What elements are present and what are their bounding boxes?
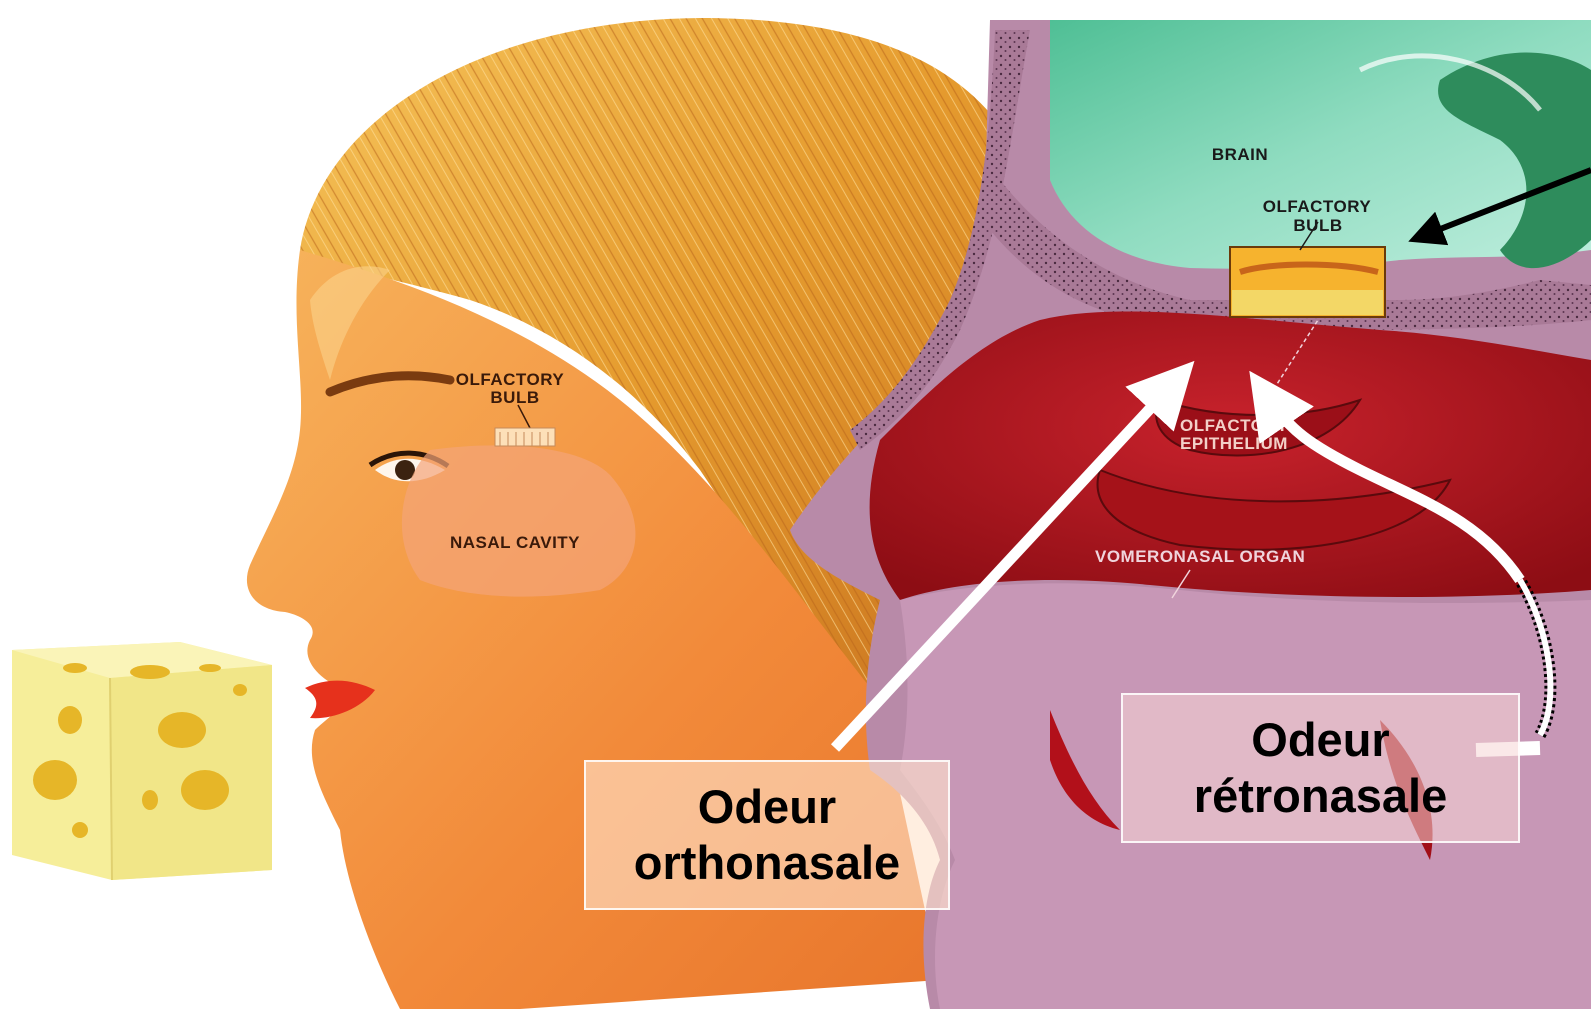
retronasal-label-line2: rétronasale — [1194, 768, 1447, 824]
olfactory-epithelium-label-2: EPITHELIUM — [1180, 434, 1288, 453]
retronasal-label-line1: Odeur — [1194, 712, 1447, 768]
orthonasal-callout: Odeur orthonasale — [584, 760, 950, 910]
section-olfactory-bulb-label-2: BULB — [1293, 216, 1342, 235]
face-olfactory-bulb-label-2: BULB — [490, 388, 539, 407]
nasal-cavity-region — [402, 445, 636, 596]
face-nasal-cavity-label: NASAL CAVITY — [450, 533, 580, 552]
face-olfactory-bulb-label-1: OLFACTORY — [456, 370, 565, 389]
section-olfactory-bulb-label-1: OLFACTORY — [1263, 197, 1372, 216]
orthonasal-label-line2: orthonasale — [634, 835, 900, 891]
cheese-icon — [12, 642, 272, 880]
retronasal-callout: Odeur rétronasale — [1121, 693, 1520, 843]
olfactory-epithelium-label-1: OLFACTORY — [1180, 416, 1289, 435]
section-olfactory-bulb — [1230, 247, 1385, 317]
orthonasal-label-line1: Odeur — [634, 779, 900, 835]
section-brain-label: BRAIN — [1212, 145, 1268, 164]
vomeronasal-organ-label: VOMERONASAL ORGAN — [1095, 547, 1305, 566]
